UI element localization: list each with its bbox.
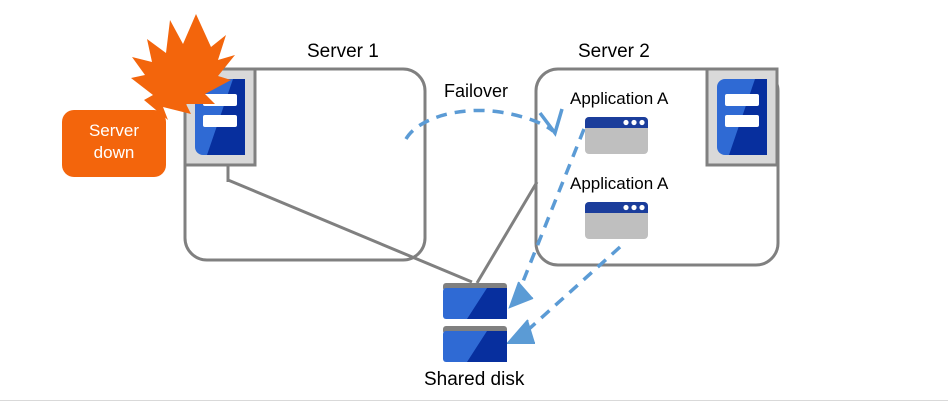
- shared-disk-label: Shared disk: [424, 369, 525, 390]
- app2-to-disk-arrowhead: [505, 319, 535, 344]
- failover-label: Failover: [444, 81, 509, 101]
- server2-to-disk-line: [475, 181, 539, 284]
- status-badge-shape: [62, 110, 166, 177]
- lightning-burst-icon: [131, 14, 235, 120]
- failover-arrowhead: [538, 108, 564, 137]
- app-label-2: Application A: [570, 174, 669, 193]
- status-badge-label: Server down: [62, 120, 166, 164]
- server2-title: Server 2: [578, 41, 650, 62]
- status-badge-line2: down: [93, 143, 135, 162]
- app1-to-disk-arrowhead: [508, 281, 534, 309]
- app-window-icon-1: [585, 117, 648, 154]
- app2-to-disk-arrow-path: [517, 245, 622, 340]
- app1-to-disk-arrow-path: [514, 128, 586, 300]
- app-window-icon-2: [585, 202, 648, 239]
- disk-stack-icon: [443, 283, 507, 362]
- server-tower-icon-2: [705, 67, 779, 167]
- failover-arrow-path: [404, 108, 555, 140]
- status-badge-line1: Server: [88, 121, 140, 140]
- app-label-1: Application A: [570, 89, 669, 108]
- server1-title: Server 1: [307, 41, 379, 62]
